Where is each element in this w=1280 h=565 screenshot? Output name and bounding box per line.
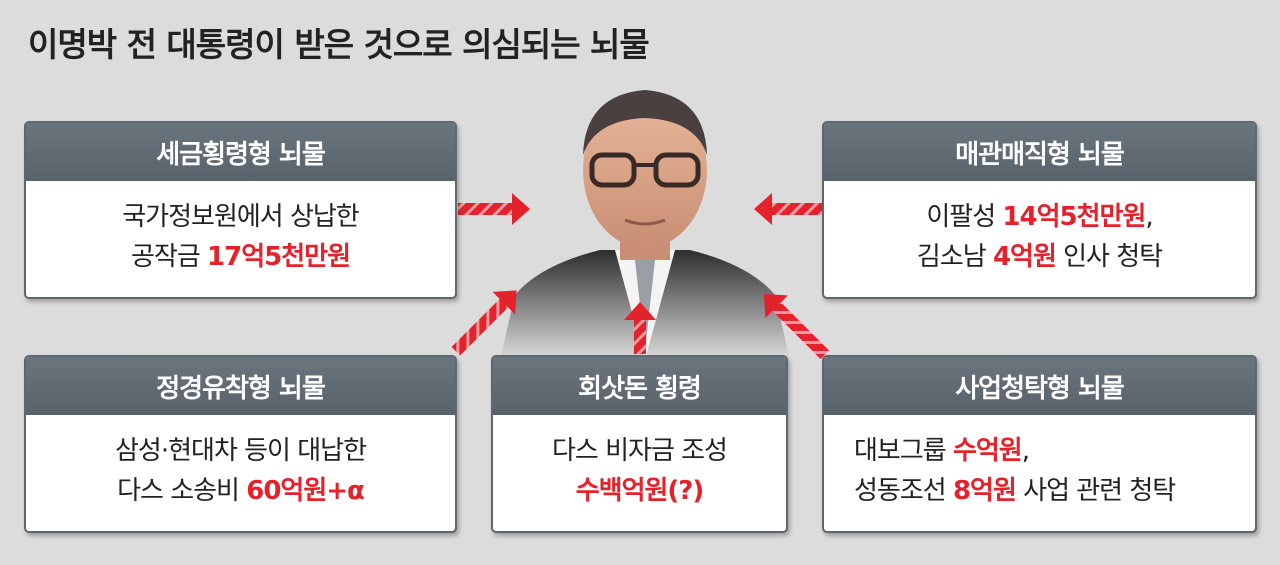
card-text: 성동조선 — [854, 476, 953, 506]
card-text: 김소남 — [916, 242, 993, 272]
card-line: 다스 비자금 조성 — [552, 436, 728, 466]
card-text: , — [1021, 436, 1030, 466]
card-text: 인사 청탁 — [1055, 242, 1163, 272]
card-line: 국가정보원에서 상납한 — [122, 202, 359, 232]
card-collusion-bribery: 정경유착형 뇌물 삼성·현대차 등이 대납한 다스 소송비 60억원+α — [24, 355, 457, 533]
amount-highlight: 14억5천만원 — [1002, 202, 1146, 232]
amount-highlight: 수백억원(?) — [575, 476, 705, 506]
portrait-image — [500, 90, 790, 360]
card-text: 다스 소송비 — [117, 476, 247, 506]
card-tax-bribery: 세금횡령형 뇌물 국가정보원에서 상납한 공작금 17억5천만원 — [24, 121, 457, 299]
amount-highlight: 수억원 — [952, 436, 1023, 466]
card-appointment-bribery: 매관매직형 뇌물 이팔성 14억5천만원, 김소남 4억원 인사 청탁 — [822, 121, 1257, 299]
card-line: 삼성·현대차 등이 대납한 — [115, 436, 367, 466]
card-text: 대보그룹 — [854, 436, 953, 466]
card-text: 이팔성 — [926, 202, 1003, 232]
card-company-embezzlement: 회삿돈 횡령 다스 비자금 조성 수백억원(?) — [491, 355, 788, 533]
amount-highlight: 8억원 — [952, 476, 1017, 506]
card-title: 사업청탁형 뇌물 — [824, 357, 1255, 415]
amount-highlight: 17억5천만원 — [207, 242, 351, 272]
card-title: 매관매직형 뇌물 — [824, 123, 1255, 181]
card-business-bribery: 사업청탁형 뇌물 대보그룹 수억원, 성동조선 8억원 사업 관련 청탁 — [822, 355, 1257, 533]
card-title: 정경유착형 뇌물 — [26, 357, 455, 415]
card-text: , — [1145, 202, 1153, 232]
card-title: 세금횡령형 뇌물 — [26, 123, 455, 181]
card-text: 사업 관련 청탁 — [1015, 476, 1176, 506]
card-text: 공작금 — [131, 242, 208, 272]
card-title: 회삿돈 횡령 — [493, 357, 786, 415]
page-title: 이명박 전 대통령이 받은 것으로 의심되는 뇌물 — [28, 25, 650, 64]
amount-highlight: 60억원+α — [246, 476, 365, 506]
amount-highlight: 4억원 — [992, 242, 1057, 272]
